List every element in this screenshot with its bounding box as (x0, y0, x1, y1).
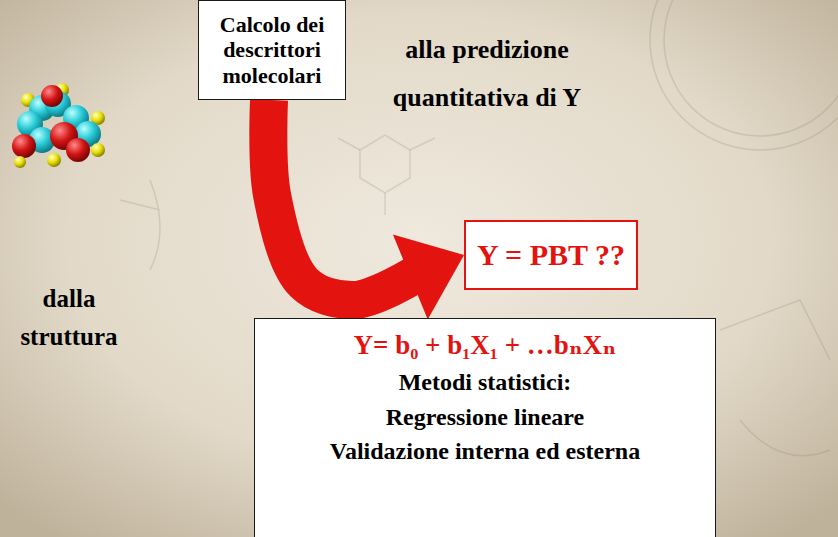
oxygen-atom (12, 134, 36, 158)
formula-text: Y= b₀ + b₁X₁ + …bₙXₙ (354, 327, 617, 365)
hydrogen-atom (14, 156, 26, 168)
arrow-head (393, 234, 464, 319)
loupe-inner (664, 0, 838, 136)
paper-sketch (720, 300, 830, 456)
box-text: Calcolo dei descrittori molecolari (205, 12, 339, 88)
method-text: Metodi statistici: (399, 365, 572, 400)
hydrogen-atom (91, 143, 105, 157)
method-text: Validazione interna ed esterna (330, 434, 640, 469)
method-text: Regressione lineare (386, 400, 584, 435)
faint-sketch (120, 0, 838, 456)
result-text: Y = PBT ?? (477, 238, 625, 273)
origin-label: dalla struttura (6, 280, 132, 356)
pen-sketch (120, 180, 160, 270)
bond-sketch (338, 138, 435, 215)
ring-sketch (360, 135, 410, 193)
oxygen-atom (41, 85, 63, 107)
arrow-shaft (268, 100, 414, 300)
process-box: Calcolo dei descrittori molecolari (198, 0, 346, 100)
result-box: Y = PBT ?? (464, 220, 638, 290)
flow-arrow (268, 100, 464, 320)
goal-label: alla predizione quantitativa di Y (362, 26, 612, 122)
oxygen-atom (66, 138, 90, 162)
hydrogen-atom (47, 153, 61, 167)
molecule (12, 83, 105, 168)
loupe-outline (650, 0, 838, 150)
method-box: Y= b₀ + b₁X₁ + …bₙXₙMetodi statistici:Re… (254, 318, 716, 537)
